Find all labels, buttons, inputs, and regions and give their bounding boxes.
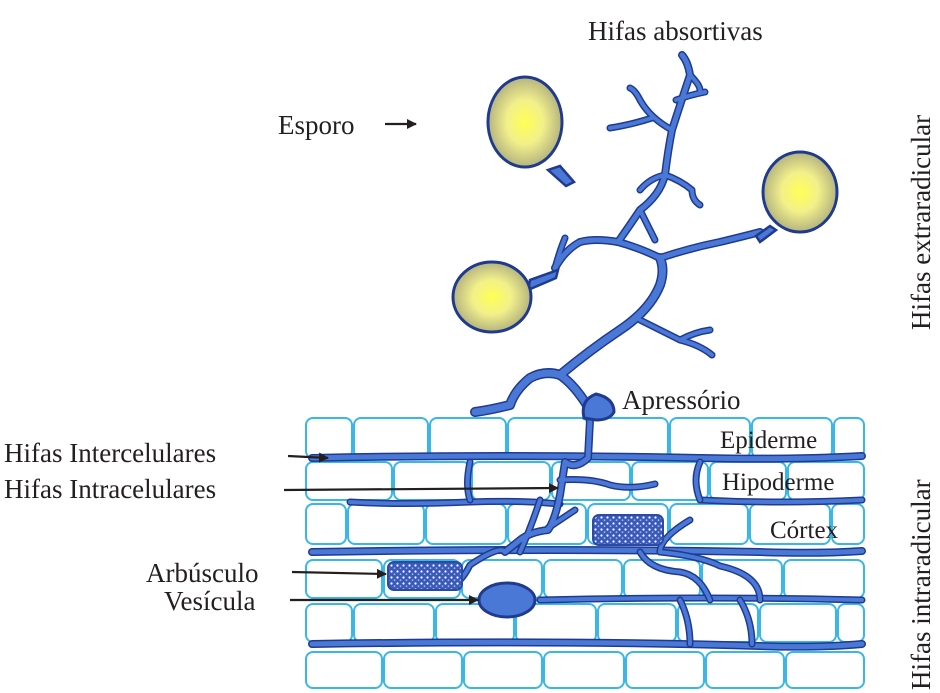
cortex-cells-row3: [306, 604, 864, 642]
arbuscule-lower: [388, 562, 462, 590]
label-hifas-intracelulares: Hifas Intracelulares: [4, 474, 216, 504]
spore-top: [488, 77, 574, 186]
label-arbusculo: Arbúsculo: [146, 558, 258, 588]
label-hipoderme: Hipoderme: [722, 469, 834, 496]
label-hifas-absortivas: Hifas absortivas: [588, 16, 763, 46]
arbuscule-cortex: [593, 515, 663, 545]
cortex-cells-row4: [306, 652, 864, 688]
label-apressorio: Apressório: [622, 385, 740, 415]
spore-left: [453, 262, 558, 332]
label-cortex: Córtex: [770, 517, 839, 544]
label-vesicula: Vesícula: [164, 586, 255, 616]
label-hifas-intercelulares: Hifas Intercelulares: [4, 438, 216, 468]
label-esporo: Esporo: [278, 110, 355, 140]
vesicle: [479, 583, 535, 617]
appressorium: [583, 394, 614, 420]
label-epiderme: Epiderme: [720, 427, 817, 454]
label-hifas-intraradicular: Hifas intraradicular: [906, 479, 936, 690]
label-hifas-extraradicular: Hifas extraradicular: [906, 115, 936, 330]
spore-right: [756, 152, 837, 242]
